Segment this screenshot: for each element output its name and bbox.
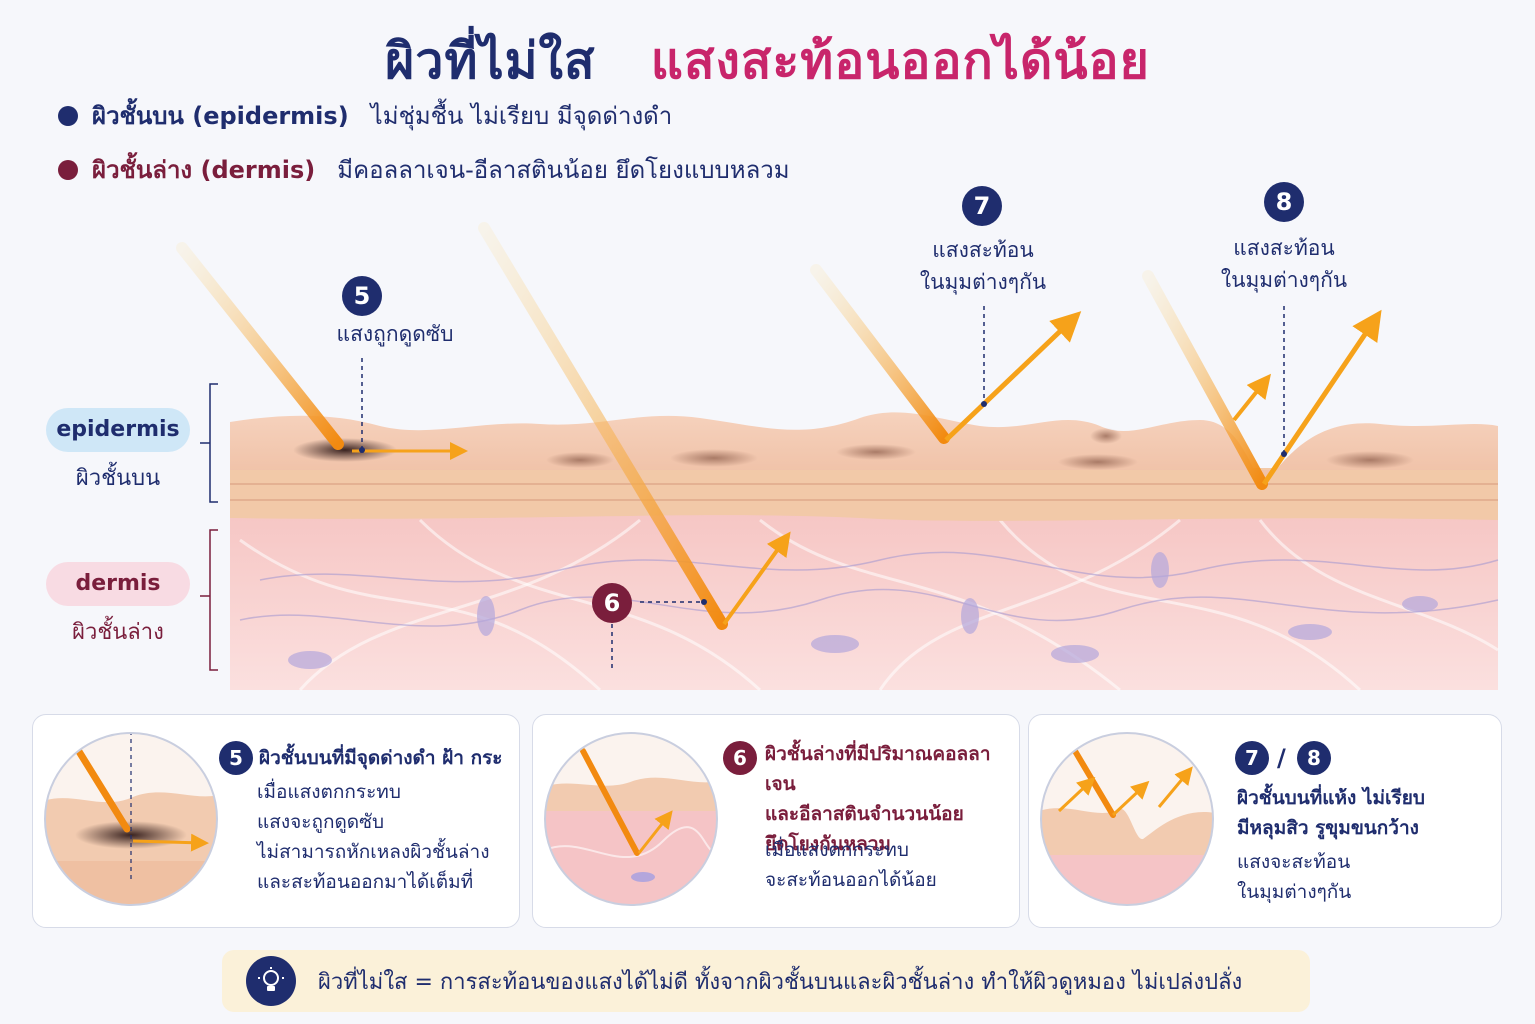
- pores: [546, 428, 1414, 470]
- callout-5-text: แสงถูกดูดซับ: [336, 322, 454, 346]
- card-7-8-body: แสงจะสะท้อน ในมุมต่างๆกัน: [1237, 847, 1351, 907]
- card-7-8-line-2: ในมุมต่างๆกัน: [1237, 881, 1352, 903]
- ray-6: [478, 222, 791, 630]
- legend-name-dermis: ผิวชั้นล่าง (dermis): [92, 156, 316, 184]
- epidermis-cell-band: [230, 468, 1498, 521]
- card-5: 5 ผิวชั้นบนที่มีจุดด่างดำ ฝ้า กระ เมื่อแ…: [32, 714, 520, 928]
- title-part-1: ผิวที่ไม่ใส: [385, 32, 596, 90]
- card-7-badge: 7: [1235, 741, 1269, 775]
- card-6-line-1: เมื่อแสงตกกระทบ: [765, 839, 909, 861]
- callout-8-text: แสงสะท้อน ในมุมต่างๆกัน: [1190, 232, 1378, 296]
- epidermis-pill: epidermis: [46, 408, 190, 452]
- card-5-badge: 5: [219, 741, 253, 775]
- card-6-head: ผิวชั้นล่างที่มีปริมาณคอลลาเจน และอีลาสต…: [765, 739, 1019, 859]
- legend-name-epidermis: ผิวชั้นบน (epidermis): [92, 102, 349, 130]
- callout-8-badge: 8: [1264, 182, 1304, 222]
- lightbulb-icon: [246, 956, 296, 1006]
- summary-footer: ผิวที่ไม่ใส = การสะท้อนของแสงได้ไม่ดี ทั…: [222, 950, 1310, 1012]
- page-title: ผิวที่ไม่ใส แสงสะท้อนออกได้น้อย: [0, 22, 1535, 101]
- card-8-badge: 8: [1297, 741, 1331, 775]
- title-part-2: แสงสะท้อนออกได้น้อย: [650, 32, 1150, 90]
- card-6-badge: 6: [723, 741, 757, 775]
- callout-5-badge: 5: [342, 276, 382, 316]
- card-5-line-2: แสงจะถูกดูดซับ: [257, 811, 385, 833]
- callout-7-text: แสงสะท้อน ในมุมต่างๆกัน: [890, 234, 1076, 298]
- card-6-line-2: จะสะท้อนออกได้น้อย: [765, 869, 937, 891]
- card-5-line-4: และสะท้อนออกมาได้เต็มที่: [257, 871, 474, 893]
- callout-6-badge: 6: [592, 583, 632, 623]
- dermis-sublabel: ผิวชั้นล่าง: [72, 620, 164, 645]
- card-5-line-1: เมื่อแสงตกกระทบ: [257, 781, 401, 803]
- card-6-body: เมื่อแสงตกกระทบ จะสะท้อนออกได้น้อย: [765, 835, 937, 895]
- card-7-8-head-line-1: ผิวชั้นบนที่แห้ง ไม่เรียบ: [1237, 787, 1425, 809]
- card-5-head: ผิวชั้นบนที่มีจุดด่างดำ ฝ้า กระ: [259, 747, 503, 769]
- card-7-8-head-line-2: มีหลุมสิว รูขุมขนกว้าง: [1237, 817, 1419, 839]
- callout-7-line-2: ในมุมต่างๆกัน: [919, 270, 1047, 294]
- card-7-8-head: ผิวชั้นบนที่แห้ง ไม่เรียบ มีหลุมสิว รูขุ…: [1237, 783, 1425, 843]
- card-7-8-closeup: [1040, 732, 1214, 906]
- card-6-head-line-1: ผิวชั้นล่างที่มีปริมาณคอลลาเจน: [765, 743, 991, 795]
- epidermis-sublabel: ผิวชั้นบน: [75, 466, 161, 491]
- card-6-closeup: [544, 732, 718, 906]
- card-5-body: เมื่อแสงตกกระทบ แสงจะถูกดูดซับ ไม่สามารถ…: [257, 777, 490, 897]
- summary-text: ผิวที่ไม่ใส = การสะท้อนของแสงได้ไม่ดี ทั…: [318, 969, 1243, 995]
- card-7-8-line-1: แสงจะสะท้อน: [1237, 851, 1351, 873]
- dermis-pill: dermis: [46, 562, 190, 606]
- card-6-head-line-3: ยึดโยงกันหลวม: [765, 833, 891, 855]
- callout-7-line-1: แสงสะท้อน: [932, 238, 1034, 262]
- ray-5: [176, 242, 468, 460]
- epidermis-bracket: [200, 383, 218, 503]
- card-7-8: 7 / 8 ผิวชั้นบนที่แห้ง ไม่เรียบ มีหลุมสิ…: [1028, 714, 1502, 928]
- legend-desc-dermis: มีคอลลาเจน-อีลาสตินน้อย ยึดโยงแบบหลวม: [337, 156, 790, 184]
- legend-dot-dermis: [58, 159, 78, 180]
- legend-desc-epidermis: ไม่ชุ่มชื้น ไม่เรียบ มีจุดด่างดำ: [370, 102, 673, 130]
- card-6-head-line-2: และอีลาสตินจำนวนน้อย: [765, 803, 964, 825]
- ray-7: [810, 264, 1082, 444]
- card-7-8-separator: /: [1277, 744, 1286, 772]
- card-5-closeup: [44, 732, 218, 906]
- legend-dermis: ผิวชั้นล่าง (dermis) มีคอลลาเจน-อีลาสติน…: [58, 150, 790, 189]
- card-6: 6 ผิวชั้นล่างที่มีปริมาณคอลลาเจน และอีลา…: [532, 714, 1020, 928]
- dermis-layer: [230, 512, 1499, 692]
- callout-7-badge: 7: [962, 186, 1002, 226]
- card-5-line-3: ไม่สามารถหักเหลงผิวชั้นล่าง: [257, 841, 490, 863]
- legend-dot-epidermis: [58, 105, 78, 126]
- dermis-bracket: [200, 529, 218, 671]
- callout-8-line-2: ในมุมต่างๆกัน: [1220, 268, 1348, 292]
- callout-8-line-1: แสงสะท้อน: [1233, 236, 1335, 260]
- dark-spot: [293, 438, 397, 462]
- legend-epidermis: ผิวชั้นบน (epidermis) ไม่ชุ่มชื้น ไม่เรี…: [58, 96, 672, 135]
